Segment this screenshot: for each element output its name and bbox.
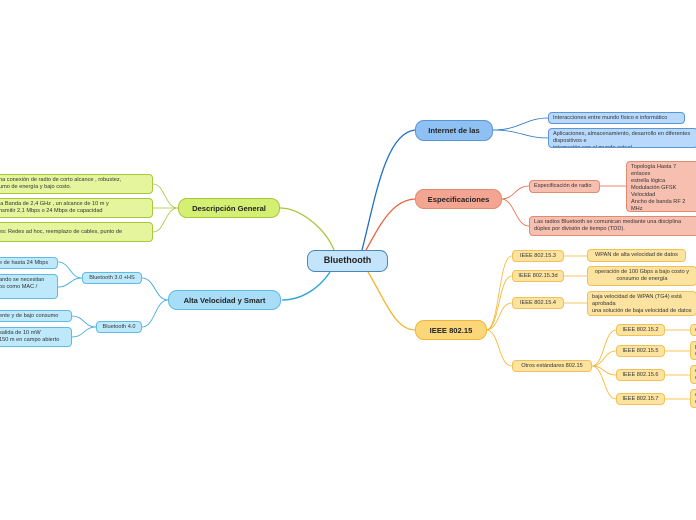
ieee-otros-estandares[interactable]: Otros estándares 802.15 bbox=[512, 360, 592, 372]
desc-item-conexion[interactable]: na conexión de radio de corto alcance , … bbox=[0, 174, 153, 194]
bluetooth-3-hs[interactable]: Bluetooth 3.0 +HS bbox=[82, 272, 142, 284]
line-root-desc bbox=[279, 207, 335, 251]
topic-descripcion-general[interactable]: Descripción General bbox=[178, 198, 280, 218]
topic-especificaciones[interactable]: Especificaciones bbox=[415, 189, 502, 209]
bt4-item-potencia[interactable]: salida de 10 mW 150 m en campo abierto bbox=[0, 327, 72, 347]
ieee-802-15-5[interactable]: IEEE 802.15.5 bbox=[616, 345, 665, 357]
topic-alta-velocidad-smart[interactable]: Alta Velocidad y Smart bbox=[168, 290, 281, 310]
ieee-802-15-2-desc[interactable]: c bbox=[690, 324, 696, 336]
bt4-item-consumo[interactable]: ente y de bajo consumo bbox=[0, 310, 72, 322]
espec-radio[interactable]: Especificación de radio bbox=[529, 180, 600, 193]
ieee-802-15-7-desc[interactable]: c c bbox=[690, 389, 696, 408]
line-root-ieee bbox=[367, 271, 416, 331]
internet-item-interacciones[interactable]: Interacciones entre mundo físico e infor… bbox=[548, 112, 685, 124]
ieee-802-15-3d-desc[interactable]: operación de 100 Gbps a bajo costo y con… bbox=[587, 266, 696, 286]
desc-item-banda[interactable]: la Banda de 2,4 GHz , un alcance de 10 m… bbox=[0, 198, 153, 218]
topic-ieee-802-15[interactable]: IEEE 802.15 bbox=[415, 320, 487, 340]
ieee-802-15-4[interactable]: IEEE 802.15.4 bbox=[512, 297, 564, 309]
espec-tdd[interactable]: Las radios Bluetooth se comunican median… bbox=[529, 216, 696, 236]
root-topic[interactable]: Bluethooth bbox=[307, 250, 388, 272]
ieee-802-15-3-desc[interactable]: WPAN de alta velocidad de datos bbox=[587, 249, 686, 262]
bt3-item-velocidad[interactable]: e de hasta 24 Mbps bbox=[0, 257, 58, 269]
line-root-espec bbox=[365, 198, 416, 251]
ieee-802-15-4-desc[interactable]: baja velocidad de WPAN (TG4) está aproba… bbox=[587, 291, 696, 316]
bt3-item-mac[interactable]: ando se necesitan os como MAC / bbox=[0, 274, 58, 299]
ieee-802-15-2[interactable]: IEEE 802.15.2 bbox=[616, 324, 665, 336]
topic-internet-de-las-cosas[interactable]: Internet de las cosas bbox=[415, 120, 493, 141]
ieee-802-15-6-desc[interactable]: c c bbox=[690, 365, 696, 384]
espec-radio-details[interactable]: Topología Hasta 7 enlaces estrella lógic… bbox=[626, 161, 696, 212]
ieee-802-15-6[interactable]: IEEE 802.15.6 bbox=[616, 369, 665, 381]
desc-item-redes[interactable]: es: Redes ad hoc, reemplazo de cables, p… bbox=[0, 222, 153, 242]
internet-item-aplicaciones[interactable]: Aplicaciones, almacenamiento, desarrollo… bbox=[548, 128, 696, 148]
ieee-802-15-7[interactable]: IEEE 802.15.7 bbox=[616, 393, 665, 405]
line-root-internet bbox=[361, 129, 416, 251]
ieee-802-15-3d[interactable]: IEEE 802.15.3d bbox=[512, 270, 564, 282]
bluetooth-4[interactable]: Bluetooth 4.0 bbox=[96, 321, 142, 333]
ieee-802-15-5-desc[interactable]: p d bbox=[690, 341, 696, 360]
ieee-802-15-3[interactable]: IEEE 802.15.3 bbox=[512, 250, 564, 262]
line-root-alta bbox=[281, 271, 331, 301]
